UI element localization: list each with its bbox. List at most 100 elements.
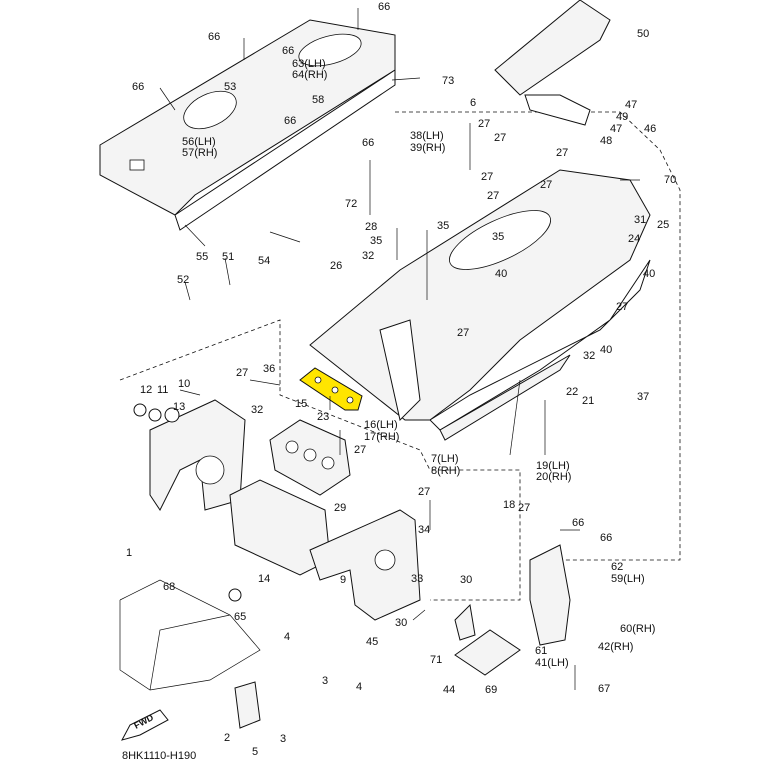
callout-label: 10 [178, 378, 190, 390]
callout-label: 66 [208, 31, 220, 43]
callout-label: 16(LH) [364, 419, 398, 431]
callout-label: 32 [362, 250, 374, 262]
callout-label: 17(RH) [364, 431, 399, 443]
callout-label: 27 [236, 367, 248, 379]
callout-label: 52 [177, 274, 189, 286]
callout-label: 30 [395, 617, 407, 629]
callout-label: 44 [443, 684, 455, 696]
callout-label: 63(LH) [292, 58, 326, 70]
callout-label: 27 [556, 147, 568, 159]
callout-label: 64(RH) [292, 69, 327, 81]
part-44 [454, 603, 476, 641]
callout-label: 32 [251, 404, 263, 416]
callout-label: 72 [345, 198, 357, 210]
callout-label: 28 [365, 221, 377, 233]
callout-label: 26 [330, 260, 342, 272]
callout-label: 34 [418, 524, 430, 536]
callout-label: 66 [132, 81, 144, 93]
callout-label: 55 [196, 251, 208, 263]
callout-label: 37 [637, 391, 649, 403]
callout-label: 68 [163, 581, 175, 593]
callout-label: 41(LH) [535, 657, 569, 669]
callout-label: 30 [460, 574, 472, 586]
callout-label: 2 [224, 732, 230, 744]
callout-label: 1 [126, 547, 132, 559]
callout-label: 32 [583, 350, 595, 362]
callout-label: 48 [600, 135, 612, 147]
highlighted-part-23[interactable] [299, 367, 363, 411]
callout-label: 57(RH) [182, 147, 217, 159]
callout-label: 66 [572, 517, 584, 529]
fwd-arrow-icon: FWD [121, 709, 169, 741]
callout-label: 53 [224, 81, 236, 93]
callout-label: 24 [628, 233, 640, 245]
callout-label: 12 [140, 384, 152, 396]
callout-label: 66 [600, 532, 612, 544]
assembly-outline-lower [119, 319, 521, 601]
callout-label: 23 [317, 411, 329, 423]
callout-labels: 66 66 66 66 66 66 66 63(LH) 64(RH) 53 58… [126, 1, 676, 758]
callout-label: 66 [378, 1, 390, 13]
callout-label: 66 [282, 45, 294, 57]
callout-label: 40 [643, 268, 655, 280]
callout-label: 21 [582, 395, 594, 407]
part-69 [454, 629, 521, 676]
callout-label: 9 [340, 574, 346, 586]
callout-label: 62 [611, 561, 623, 573]
callout-label: 6 [470, 97, 476, 109]
callout-label: 27 [478, 118, 490, 130]
callout-label: 42(RH) [598, 641, 633, 653]
callout-label: 31 [634, 214, 646, 226]
callout-label: 25 [657, 219, 669, 231]
callout-label: 27 [481, 171, 493, 183]
plate-41-42 [529, 544, 571, 646]
assembly-outline-upper [395, 111, 681, 561]
callout-label: 5 [252, 746, 258, 758]
callout-label: 60(RH) [620, 623, 655, 635]
callout-label: 56(LH) [182, 136, 216, 148]
callout-label: 15 [295, 398, 307, 410]
callout-label: 20(RH) [536, 471, 571, 483]
callout-label: 3 [280, 733, 286, 745]
callout-label: 3 [322, 675, 328, 687]
bracket-9 [309, 509, 421, 621]
callout-label: 59(LH) [611, 573, 645, 585]
callout-label: 39(RH) [410, 142, 445, 154]
callout-label: 47 [610, 123, 622, 135]
callout-label: 7(LH) [431, 453, 459, 465]
callout-label: 27 [494, 132, 506, 144]
tunnel-upper-panel [99, 19, 396, 231]
callout-label: 47 [625, 99, 637, 111]
main-frame-tunnel [309, 169, 651, 441]
callout-label: 65 [234, 611, 246, 623]
front-frame-1 [119, 579, 261, 691]
leader-lines [159, 8, 640, 690]
callout-label: 61 [535, 645, 547, 657]
callout-label: 4 [284, 631, 290, 643]
front-plate-10 [133, 399, 246, 511]
part-2 [234, 681, 261, 729]
callout-label: 58 [312, 94, 324, 106]
diagram-code: 8HK1110-H190 [122, 750, 196, 762]
callout-label: 71 [430, 654, 442, 666]
callout-label: 27 [418, 486, 430, 498]
callout-label: 40 [495, 268, 507, 280]
callout-label: 51 [222, 251, 234, 263]
callout-label: 66 [284, 115, 296, 127]
callout-label: 73 [442, 75, 454, 87]
callout-label: 27 [487, 190, 499, 202]
callout-label: 36 [263, 363, 275, 375]
plate-15 [269, 419, 351, 496]
callout-label: 27 [616, 301, 628, 313]
callout-label: 35 [437, 220, 449, 232]
callout-label: 27 [540, 179, 552, 191]
callout-label: 22 [566, 386, 578, 398]
callout-label: 19(LH) [536, 460, 570, 472]
callout-label: 69 [485, 684, 497, 696]
callout-label: 14 [258, 573, 270, 585]
callout-label: 18 [503, 499, 515, 511]
callout-label: 40 [600, 344, 612, 356]
callout-label: 35 [370, 235, 382, 247]
callout-label: 35 [492, 231, 504, 243]
